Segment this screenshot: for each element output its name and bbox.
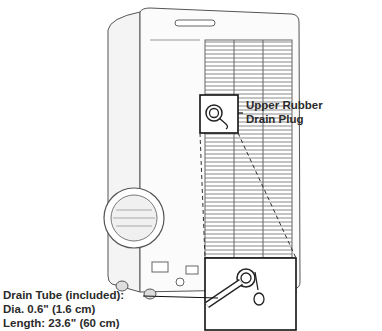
dimension-label: Drain Tube (included): — [3, 288, 153, 302]
part-label: Upper Rubber Drain Plug — [246, 98, 342, 126]
dimension-label: Dia. 0.6" (1.6 cm) — [3, 302, 153, 316]
dimension-label: Length: 23.6" (60 cm) — [3, 316, 153, 330]
